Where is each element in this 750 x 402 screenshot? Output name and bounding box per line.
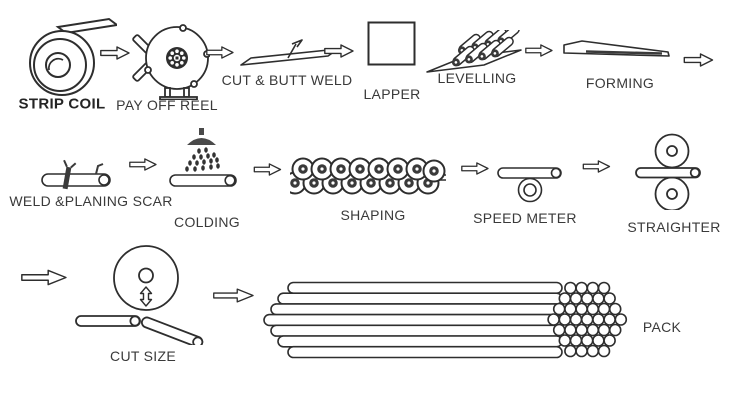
pipe-bundle-icon — [260, 280, 635, 362]
flow-arrow-icon — [251, 163, 284, 176]
step-label-lapper: LAPPER — [363, 86, 421, 102]
pipe-under-shower-icon — [168, 127, 243, 189]
formed-strip-icon — [556, 36, 676, 62]
step-label-pack: PACK — [642, 319, 682, 335]
flow-arrow-icon — [323, 44, 355, 58]
flow-arrow-icon — [129, 158, 157, 171]
pipe-with-wheel-icon — [497, 163, 567, 204]
levelling-rollers-icon — [426, 30, 522, 82]
step-label-weld-planing-scar: WELD &PLANING SCAR — [9, 193, 173, 209]
saw-and-cut-pipes-icon — [75, 243, 215, 345]
step-label-levelling: LEVELLING — [437, 70, 517, 86]
square-box-icon — [367, 21, 416, 66]
pipe-with-tools-icon — [40, 158, 122, 192]
flow-arrow-icon — [458, 162, 492, 175]
step-label-cut-butt-weld: CUT & BUTT WELD — [221, 72, 353, 88]
flow-arrow-icon — [524, 44, 554, 57]
flow-arrow-icon — [100, 46, 130, 60]
step-label-colding: COLDING — [174, 214, 240, 230]
flow-arrow-icon — [682, 53, 715, 67]
step-label-speed-meter: SPEED METER — [473, 210, 577, 226]
roller-chain-icon — [290, 155, 446, 201]
step-label-forming: FORMING — [585, 75, 655, 91]
step-label-pay-off-reel: PAY OFF REEL — [116, 97, 218, 113]
step-label-strip-coil: STRIP COIL — [18, 95, 106, 113]
flow-arrow-icon — [581, 160, 612, 173]
two-roll-straightener-icon — [634, 132, 709, 210]
strip-coil-icon — [22, 15, 117, 97]
step-label-cut-size: CUT SIZE — [110, 348, 176, 364]
step-label-straighter: STRAIGHTER — [627, 219, 721, 235]
flow-arrow-icon — [213, 288, 254, 303]
flow-arrow-icon — [206, 46, 234, 59]
pay-off-reel-icon — [128, 16, 210, 100]
step-label-shaping: SHAPING — [340, 207, 406, 223]
flow-arrow-icon — [21, 269, 67, 286]
